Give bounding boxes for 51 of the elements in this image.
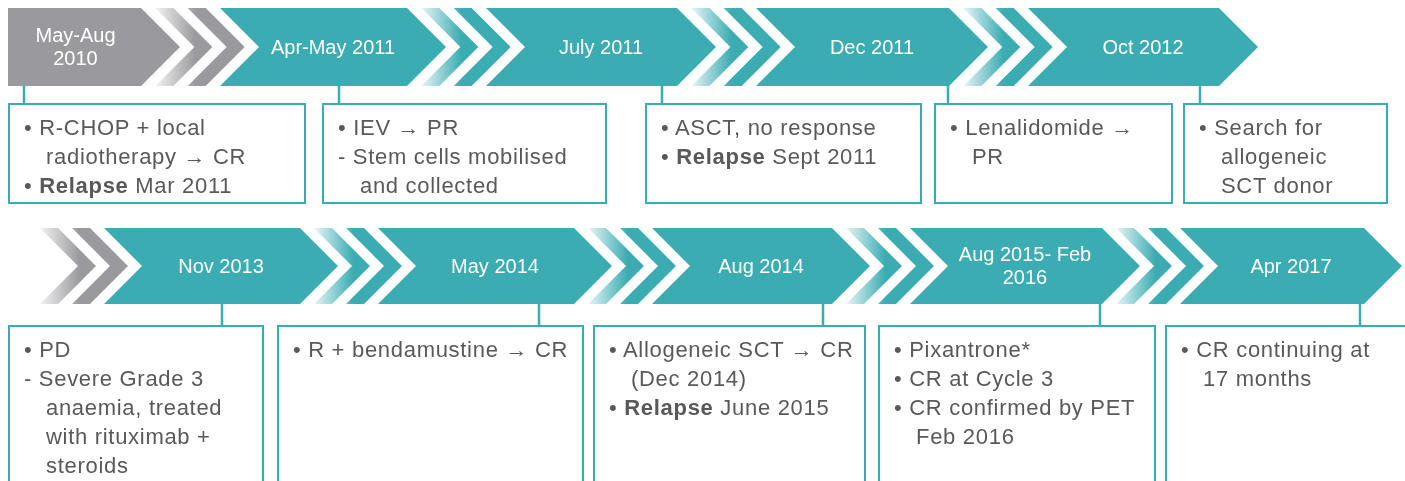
connector-line bbox=[537, 303, 541, 325]
chevron-arrow bbox=[846, 228, 934, 304]
event-box bbox=[593, 325, 866, 481]
date-label: Aug 2015- Feb 2016 bbox=[957, 243, 1093, 289]
date-label: Apr 2017 bbox=[1249, 254, 1333, 278]
event-text: • Lenalidomide → PR bbox=[950, 114, 1135, 171]
event-text: • IEV → PR bbox=[338, 114, 461, 142]
chevron-arrow bbox=[1116, 228, 1204, 304]
event-box bbox=[934, 103, 1173, 204]
chevron-arrow bbox=[421, 8, 511, 86]
event-text: • Relapse Sept 2011 bbox=[661, 143, 879, 171]
event-text: • Relapse June 2015 bbox=[609, 394, 831, 422]
event-box bbox=[322, 103, 607, 204]
chevron-arrow bbox=[314, 228, 402, 304]
date-label: Apr-May 2011 bbox=[269, 35, 397, 59]
event-text: • Search for allogeneic SCT donor bbox=[1199, 114, 1335, 200]
event-text: - Severe Grade 3 anaemia, treated with rituximab + steroids bbox=[24, 365, 224, 480]
event-text: - Stem cells mobilised and collected bbox=[338, 143, 569, 200]
event-box bbox=[8, 103, 306, 204]
event-box bbox=[645, 103, 922, 204]
event-box bbox=[8, 325, 264, 481]
date-label: Dec 2011 bbox=[828, 35, 916, 59]
date-label: Oct 2012 bbox=[1101, 35, 1185, 59]
event-text: • ASCT, no response bbox=[661, 114, 878, 142]
chevron-arrow bbox=[155, 8, 245, 86]
event-box bbox=[878, 325, 1156, 481]
event-text: • CR confirmed by PET Feb 2016 bbox=[894, 394, 1136, 451]
event-box bbox=[1183, 103, 1388, 204]
event-text: • Relapse Mar 2011 bbox=[24, 172, 234, 200]
chevron-arrow bbox=[963, 8, 1053, 86]
event-text: • PD bbox=[24, 336, 73, 364]
date-label: July 2011 bbox=[557, 35, 645, 59]
date-label: May 2014 bbox=[450, 254, 540, 278]
date-label: Nov 2013 bbox=[177, 254, 265, 278]
date-label: Aug 2014 bbox=[717, 254, 805, 278]
event-text: • CR at Cycle 3 bbox=[894, 365, 1056, 393]
chevron-arrow bbox=[40, 228, 128, 304]
event-text: • R + bendamustine → CR bbox=[293, 336, 570, 364]
connector-line bbox=[1098, 303, 1102, 325]
event-box bbox=[1165, 325, 1405, 481]
event-text: • CR continuing at 17 months bbox=[1181, 336, 1372, 393]
connector-line bbox=[1358, 303, 1362, 325]
connector-line bbox=[821, 303, 825, 325]
chevron-arrow bbox=[588, 228, 676, 304]
event-text: • Pixantrone* bbox=[894, 336, 1032, 364]
chevron-arrow bbox=[691, 8, 781, 86]
event-text: • R-CHOP + local radiotherapy → CR bbox=[24, 114, 248, 171]
event-box bbox=[277, 325, 584, 481]
date-label: May-Aug 2010 bbox=[34, 24, 117, 70]
event-text: • Allogeneic SCT → CR (Dec 2014) bbox=[609, 336, 854, 393]
connector-line bbox=[220, 303, 224, 325]
